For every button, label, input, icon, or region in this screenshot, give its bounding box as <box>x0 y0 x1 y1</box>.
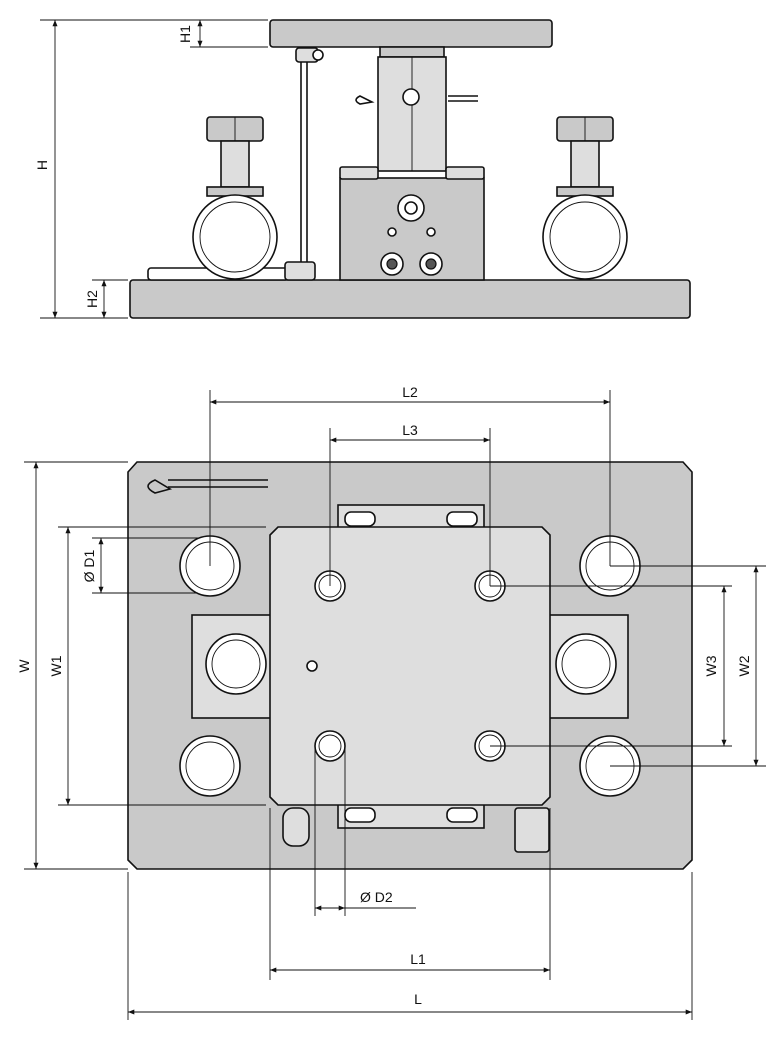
split-pin <box>355 95 375 105</box>
dim-h2-label: H2 <box>84 290 100 308</box>
dim-w: W <box>16 461 128 870</box>
right-roller <box>542 194 628 280</box>
dim-w-label: W <box>16 659 32 673</box>
dim-d1: Ø D1 <box>81 537 198 594</box>
dim-d2-label: Ø D2 <box>360 889 393 905</box>
dim-l3-label: L3 <box>402 422 418 438</box>
dim-l-label: L <box>414 991 422 1007</box>
dim-w3-label: W3 <box>703 655 719 676</box>
dim-h1-label: H1 <box>177 25 193 43</box>
dim-d1-label: Ø D1 <box>81 549 97 582</box>
dim-l2: L2 <box>209 384 611 566</box>
dim-h2: H2 <box>84 279 128 319</box>
right-bolt-shaft <box>570 140 600 188</box>
base-plate <box>129 279 691 319</box>
left-bolt-shaft <box>220 140 250 188</box>
load-cell-block <box>339 177 485 281</box>
side-view: H1 H H2 <box>34 19 691 319</box>
dim-w3: W3 <box>490 585 732 747</box>
corner-hole-bl <box>179 735 241 797</box>
dim-w1-label: W1 <box>48 655 64 676</box>
dim-l1: L1 <box>269 808 551 980</box>
top-view: L2 L3 W W1 Ø D1 <box>16 384 766 1020</box>
dim-w2: W2 <box>610 565 766 767</box>
dim-l2-label: L2 <box>402 384 418 400</box>
dim-h-label: H <box>34 160 50 170</box>
dim-h1: H1 <box>177 19 268 48</box>
column-pin-hole <box>402 88 420 106</box>
top-split-pin <box>147 479 173 494</box>
dim-l3: L3 <box>329 422 491 586</box>
left-roller <box>192 194 278 280</box>
dim-w2-label: W2 <box>736 655 752 676</box>
dim-w1: W1 <box>48 526 266 806</box>
dim-l1-label: L1 <box>410 951 426 967</box>
top-plate <box>269 19 553 48</box>
dim-l: L <box>127 872 693 1020</box>
knurled-ring <box>379 46 445 58</box>
dim-d2: Ø D2 <box>314 746 416 916</box>
